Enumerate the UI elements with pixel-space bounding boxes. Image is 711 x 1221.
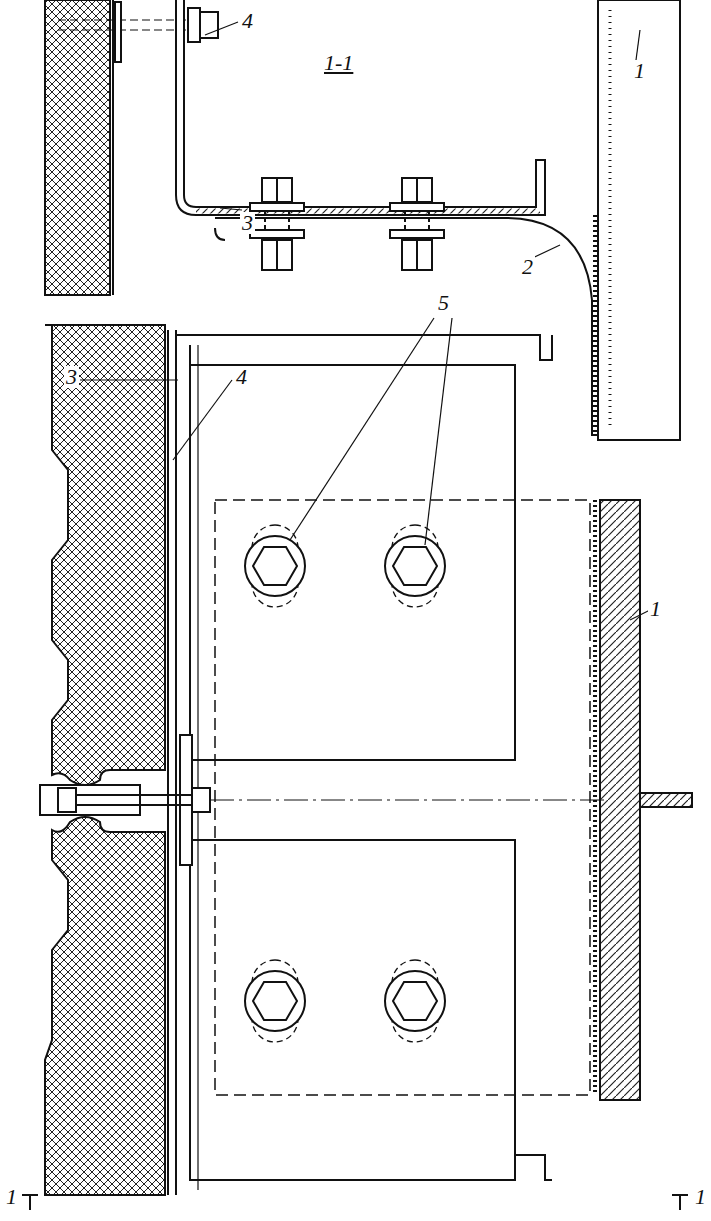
callout-number: 5 <box>436 292 451 314</box>
callout-number: 4 <box>240 10 255 32</box>
section-title: 1-1 <box>322 52 355 74</box>
callout-number: 1 <box>693 1186 708 1208</box>
callout-number: 1 <box>648 598 663 620</box>
callout-number: 2 <box>520 256 535 278</box>
callout-number: 1 <box>632 60 647 82</box>
callout-number: 3 <box>64 366 79 388</box>
callout-number: 3 <box>240 212 255 234</box>
callout-number: 4 <box>234 366 249 388</box>
callout-number: 1 <box>4 1186 19 1208</box>
